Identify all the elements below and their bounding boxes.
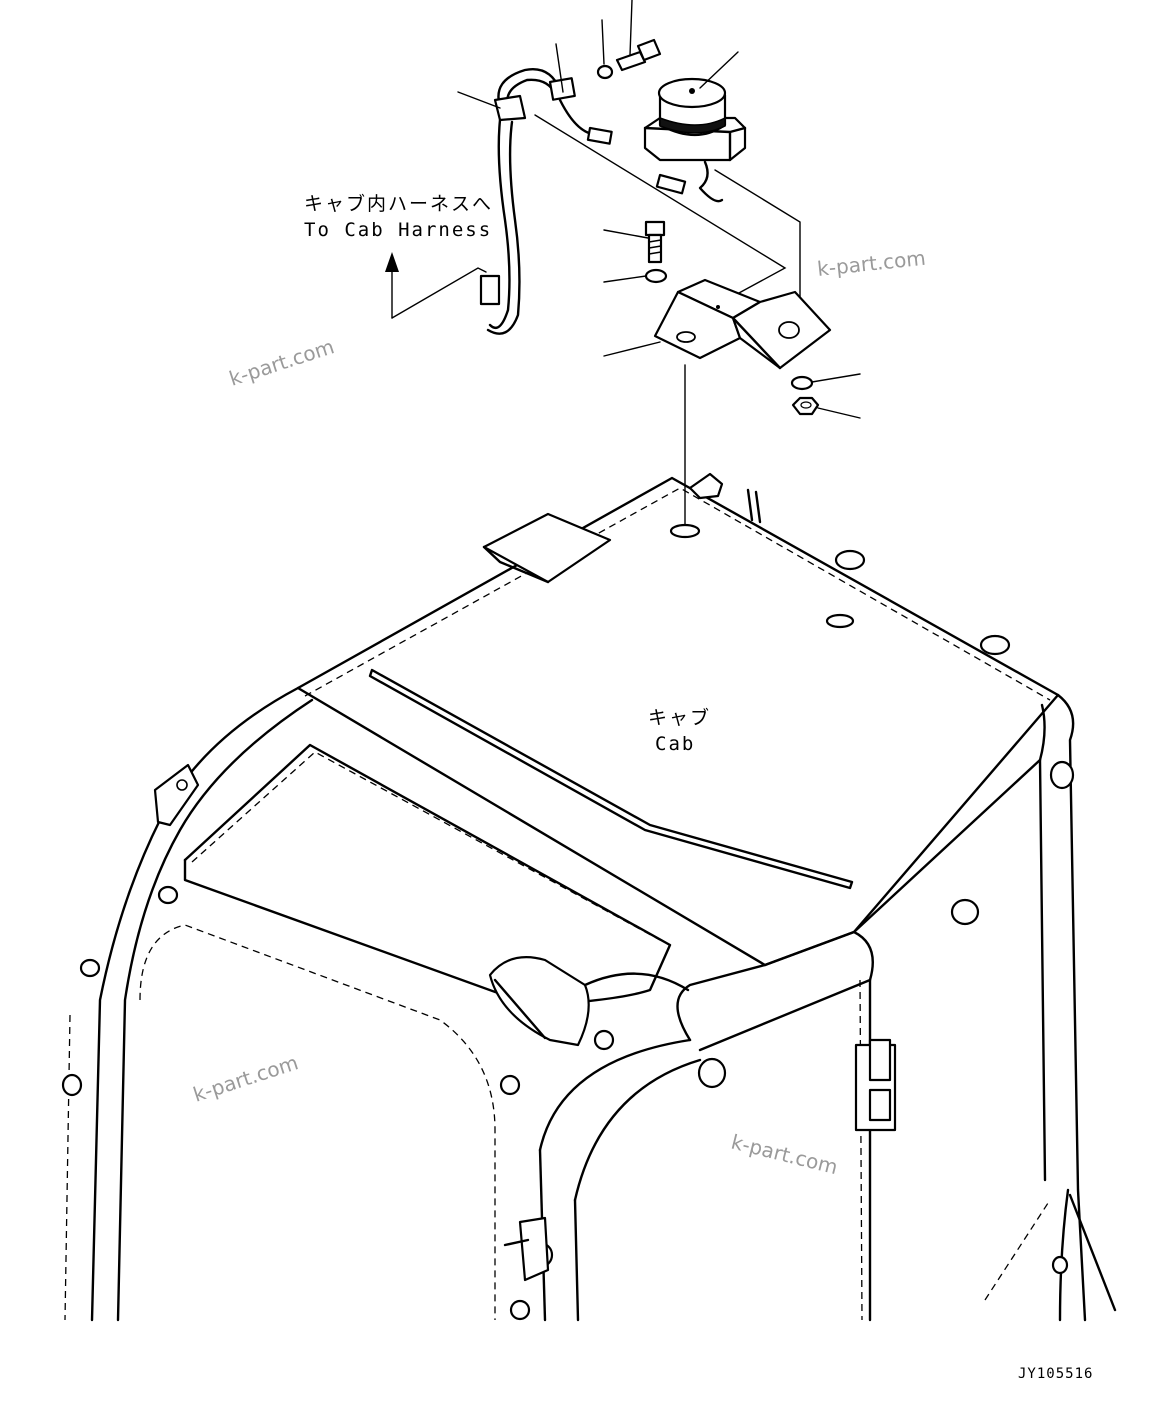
cab-label-en: Cab (655, 733, 695, 755)
leader-nut-lower (817, 407, 861, 419)
guide-line-right (714, 169, 801, 331)
nut-lower (791, 396, 820, 416)
watermark-bottom-left: k-part.com (190, 1050, 301, 1106)
cab-frame (61, 686, 1117, 1322)
leader-grommet (457, 91, 501, 109)
watermark-bottom-right: k-part.com (729, 1130, 840, 1180)
harness-label-jp: キャブ内ハーネスへ (304, 192, 493, 215)
leader-beacon (699, 51, 739, 89)
washer-top (596, 64, 614, 80)
watermark-top-right: k-part.com (816, 246, 927, 281)
cab-label-jp: キャブ (648, 706, 711, 729)
harness-label-en: To Cab Harness (304, 219, 492, 241)
leader-bracket (603, 341, 661, 357)
leader-bolt-middle (603, 229, 649, 239)
washer-lower (790, 375, 814, 391)
leader-washer-middle (603, 275, 647, 283)
leader-clip (555, 43, 564, 93)
leader-washer-top (601, 19, 605, 65)
washer-middle (644, 268, 668, 284)
leader-washer-lower (811, 373, 861, 383)
rotating-beacon-lamp (643, 77, 747, 203)
bolt-top (615, 38, 662, 72)
lamp-bracket (653, 278, 832, 370)
bolt-middle (644, 220, 666, 264)
leader-bolt-top (629, 0, 633, 56)
wire-harness (479, 68, 613, 335)
drawing-code: JY105516 (1018, 1366, 1093, 1382)
to-cab-harness-arrow (385, 252, 487, 319)
watermark-top-left: k-part.com (226, 334, 337, 390)
cab-roof (296, 472, 1060, 967)
